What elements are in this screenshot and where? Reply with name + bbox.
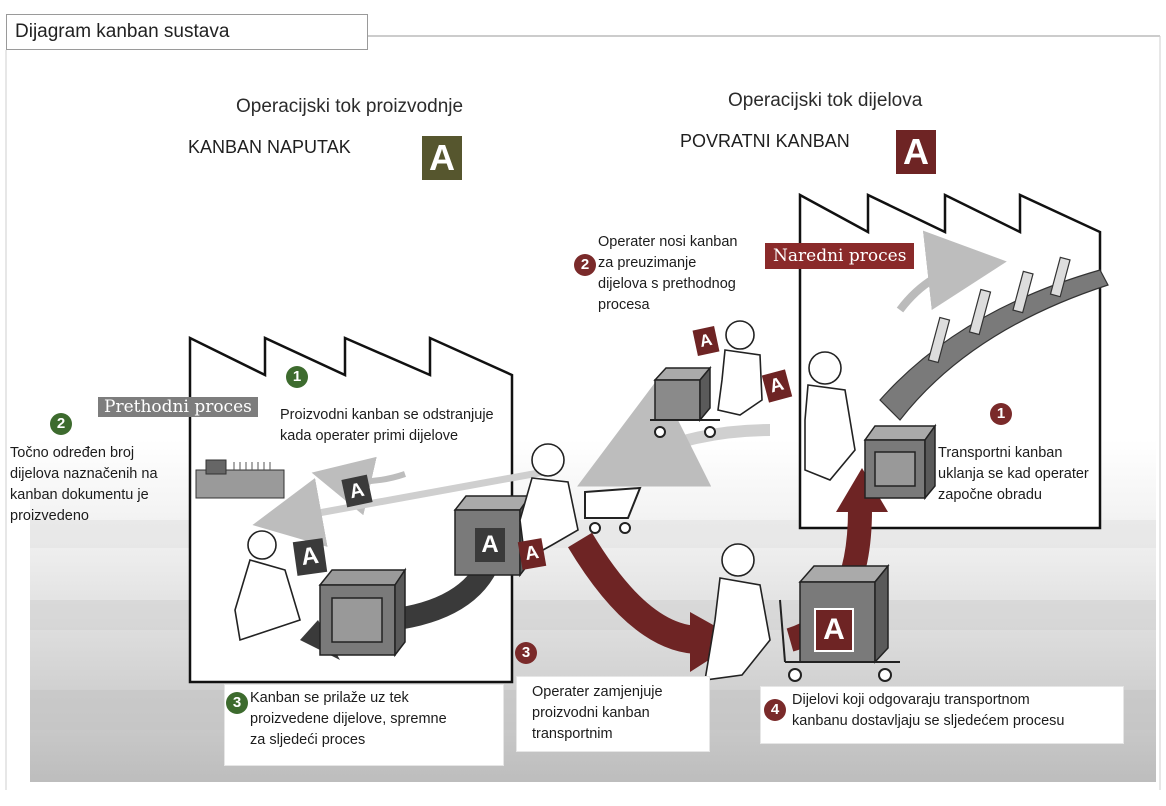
step-number-badge: 3 (515, 642, 537, 664)
crate-icon-left (318, 567, 407, 658)
diagram-tab-title: Dijagram kanban sustava (15, 21, 230, 42)
cart-icon-middle (584, 486, 642, 534)
worker-icon-right (804, 351, 856, 481)
kanban-card-icon: A (341, 474, 373, 508)
diagram-tab[interactable]: Dijagram kanban sustava (6, 14, 368, 50)
cart-icon-bottom (779, 599, 900, 682)
step-right-4-box (760, 686, 1124, 744)
step-right-1-text: Transportni kanban uklanja se kad operat… (938, 445, 1089, 503)
previous-process-badge: Prethodni proces (98, 397, 258, 417)
step-number-badge: 1 (990, 403, 1012, 425)
left-kanban-label: KANBAN NAPUTAK (188, 137, 351, 157)
conveyor-flow-arrow (896, 230, 1007, 313)
kanban-card-icon: A (292, 538, 328, 576)
step-number-badge: 1 (286, 366, 308, 388)
left-grey-arrow (252, 466, 556, 547)
step-left-3-box (224, 684, 504, 766)
kanban-card-icon: A (475, 528, 505, 562)
step-number-badge: 3 (226, 692, 248, 714)
crate-icon-top (653, 365, 712, 423)
crate-icon-right (863, 423, 937, 501)
step-left-2-text: Točno određen broj dijelova naznačenih n… (10, 445, 158, 524)
worker-icon-bottom (704, 543, 771, 681)
step-number-badge: 2 (50, 413, 72, 435)
transport-arrow (567, 532, 701, 654)
kanban-card-icon: A (517, 538, 547, 570)
step-number-badge: 2 (574, 254, 596, 276)
worker-icon-top (717, 320, 763, 416)
return-grey-arrow (577, 379, 771, 487)
step-left-3-text: Kanban se prilaže uz tek proizvedene dij… (250, 690, 447, 748)
worker-icon-left (234, 530, 301, 642)
right-kanban-label: POVRATNI KANBAN (680, 131, 850, 151)
right-kanban-card-icon: A (896, 130, 936, 174)
step-number-badge: 4 (764, 699, 786, 721)
left-heading: Operacijski tok proizvodnje (236, 96, 464, 117)
next-process-badge: Naredni proces (765, 243, 915, 269)
right-heading: Operacijski tok dijelova (728, 90, 923, 111)
step-right-3-box (516, 676, 710, 752)
left-kanban-card-icon: A (422, 136, 462, 180)
step-right-3-text: Operater zamjenjuje proizvodni kanban tr… (532, 684, 663, 742)
kanban-card-icon: A (814, 608, 854, 652)
step-right-2-text: Operater nosi kanban za preuzimanje dije… (598, 234, 738, 313)
step-left-1-text: Proizvodni kanban se odstranjuje kada op… (280, 407, 494, 444)
cart-icon-top (650, 419, 720, 438)
step-right-4-text: Dijelovi koji odgovaraju transportnom ka… (792, 692, 1065, 729)
